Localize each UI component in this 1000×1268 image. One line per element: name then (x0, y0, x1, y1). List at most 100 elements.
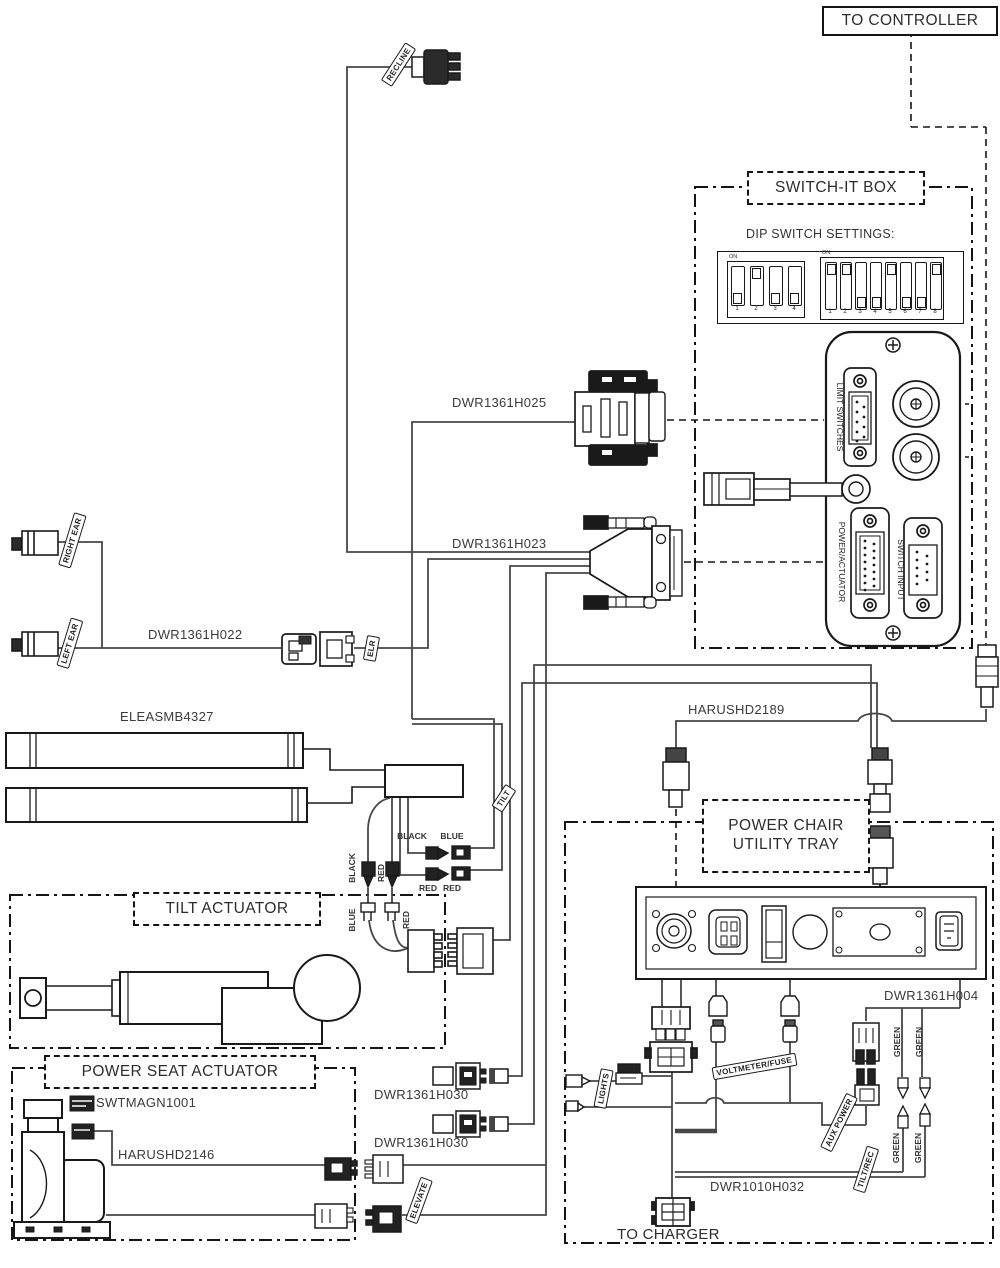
tray-round-hole (792, 914, 828, 950)
voltmeter-plugs (708, 995, 800, 1043)
dip-nub (887, 264, 896, 275)
dip-nub (771, 293, 780, 304)
utility-tray-label-line1: POWER CHAIR (728, 817, 844, 835)
psa-bottom-connector-pair (314, 1203, 402, 1233)
green-wire-label-2: GREEN (914, 1026, 924, 1058)
controller-barrel (975, 644, 999, 708)
harushd2189-label: HARUSHD2189 (688, 702, 785, 717)
to-charger-label: TO CHARGER (617, 1226, 720, 1243)
dip1-switch-2 (750, 266, 764, 306)
dip2-num-3: 3 (858, 309, 862, 315)
magnet-switch-component (71, 1123, 95, 1140)
harushd2146-label: HARUSHD2146 (118, 1147, 215, 1162)
utility-tray-title: POWER CHAIR UTILITY TRAY (702, 799, 870, 873)
right-ear-plug (11, 530, 59, 556)
dip1-switch-1 (731, 266, 745, 306)
dip-switch-heading: DIP SWITCH SETTINGS: (746, 227, 895, 241)
eleasmb-junction-block (384, 764, 464, 798)
dwr1361h030-assembly-1 (432, 1062, 509, 1090)
dip-nub (872, 297, 881, 308)
green-wire-label-3: GREEN (891, 1132, 901, 1164)
tray-round-connector (651, 909, 697, 953)
dwr1361h030-assembly-2 (432, 1110, 509, 1138)
blue-wire-label-h: BLUE (440, 831, 464, 841)
tilt-mate-connector (447, 927, 494, 975)
black-bullet-vertical (361, 861, 376, 889)
utility-tray-label-line2: UTILITY TRAY (732, 836, 840, 853)
dip-nub (790, 293, 799, 304)
dip2-num-6: 6 (903, 309, 907, 315)
to-charger-connector (651, 1197, 695, 1227)
dip2-switch-4 (870, 262, 882, 310)
harushd2146-wire (93, 1130, 325, 1166)
elevate-wire (402, 572, 590, 1216)
harushd2189-mid-plug (867, 747, 893, 813)
harushd2189-wire (675, 709, 987, 748)
h030-wire-1 (508, 682, 878, 1077)
blue-tilt-wire-label: BLUE (347, 908, 357, 932)
dip-nub (857, 297, 866, 308)
dip-nub (827, 264, 836, 275)
eleasmb4327-label: ELEASMB4327 (120, 709, 214, 724)
swtmagn1001-component (69, 1095, 95, 1112)
green-low-wires (902, 1126, 926, 1177)
black-bullet-feed (367, 797, 391, 862)
dwr1361h023-label: DWR1361H023 (452, 536, 547, 551)
tilt-actuator-connector (407, 929, 443, 973)
h025-wire (411, 421, 575, 719)
dip2-switch-5 (885, 262, 897, 310)
dip-block-2-on-label: ON (822, 250, 831, 256)
dip2-num-8: 8 (933, 309, 937, 315)
to-controller-label: TO CONTROLLER (841, 11, 979, 29)
jack-port (841, 474, 871, 504)
lights-plugs (565, 1063, 643, 1113)
tilt-actuator-title: TILT ACTUATOR (133, 892, 321, 926)
red-red-mate-pair (425, 866, 471, 882)
dip2-num-4: 4 (873, 309, 877, 315)
dip-nub (932, 264, 941, 275)
to-controller-box: TO CONTROLLER (822, 6, 998, 36)
dwr1361h022-label: DWR1361H022 (148, 627, 243, 642)
dip2-switch-3 (855, 262, 867, 310)
dwr1361h004-wires (865, 1007, 960, 1077)
blue-spade (360, 902, 376, 921)
swtmagn1001-label: SWTMAGN1001 (96, 1095, 197, 1110)
limit-switches-port-label: LIMIT SWITCHES (835, 382, 845, 452)
green-wire-label-4: GREEN (913, 1132, 923, 1164)
black-blue-mate-pair (425, 845, 471, 861)
dip2-num-1: 1 (828, 309, 832, 315)
jack-plug (703, 472, 843, 506)
dwr1361h022-connectors (281, 631, 355, 667)
dip-nub (917, 297, 926, 308)
tray-power-inlet (935, 911, 963, 951)
left-bullet-wire-2 (399, 798, 428, 876)
elr-wire (354, 558, 590, 649)
dip-nub (752, 268, 761, 279)
dwr1361h025-label: DWR1361H025 (452, 395, 547, 410)
tilt-actuator-drawing (19, 929, 443, 1045)
dip-nub (733, 293, 742, 304)
dip2-num-5: 5 (888, 309, 892, 315)
dip2-switch-8 (930, 262, 942, 310)
red-tilt-wire-label: RED (401, 911, 411, 929)
dip1-num-3: 3 (773, 306, 777, 312)
black-wire-label-v: BLACK (347, 853, 357, 883)
dip2-switch-1 (825, 262, 837, 310)
dip-nub (902, 297, 911, 308)
switch-input-port-label: SWITCH INPUT (896, 539, 906, 601)
power-seat-actuator-label: POWER SEAT ACTUATOR (81, 1062, 279, 1080)
dip-nub (842, 264, 851, 275)
dip2-num-7: 7 (918, 309, 922, 315)
utility-tray-panel (635, 886, 987, 980)
dwr1361h025-connector (574, 370, 666, 466)
harushd2146-connector-pair (324, 1154, 404, 1184)
dip1-num-1: 1 (735, 306, 739, 312)
left-ear-plug (11, 631, 59, 657)
tilt-wire (493, 565, 590, 941)
round-port-1 (892, 380, 940, 428)
tray-stubs (661, 977, 961, 1008)
dip2-num-2: 2 (843, 309, 847, 315)
bullet-spade-mates (367, 888, 393, 903)
aux-power-connector-pair (852, 1022, 880, 1106)
dwr1361h004-label: DWR1361H004 (884, 988, 979, 1003)
